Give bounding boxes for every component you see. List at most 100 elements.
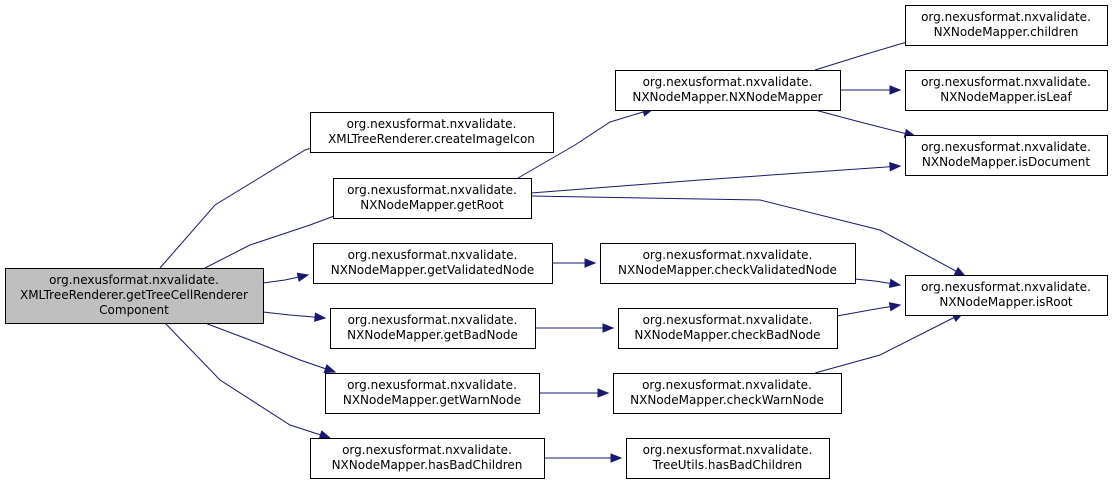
node-label: org.nexusformat.nxvalidate.: [643, 75, 813, 89]
node-root[interactable]: org.nexusformat.nxvalidate.XMLTreeRender…: [5, 268, 264, 324]
arrowhead-icon: [888, 278, 902, 289]
node-getBadNode[interactable]: org.nexusformat.nxvalidate.NXNodeMapper.…: [330, 308, 536, 349]
arrowhead-icon: [888, 302, 902, 312]
node-checkBadNode[interactable]: org.nexusformat.nxvalidate.NXNodeMapper.…: [618, 308, 838, 349]
node-box[interactable]: [5, 268, 264, 324]
arrowhead-icon: [318, 430, 332, 440]
node-box[interactable]: [313, 243, 553, 284]
edge-line: [164, 322, 331, 439]
node-label: NXNodeMapper.NXNodeMapper: [632, 90, 822, 104]
node-label: org.nexusformat.nxvalidate.: [921, 10, 1091, 24]
node-label: org.nexusformat.nxvalidate.: [342, 443, 512, 457]
edge-line: [517, 108, 654, 179]
node-label: org.nexusformat.nxvalidate.: [921, 140, 1091, 154]
arrowhead-icon: [296, 272, 310, 282]
edge-root-to-hasBadChildren: [164, 322, 332, 440]
node-label: NXNodeMapper.children: [934, 25, 1079, 39]
arrowhead-icon: [889, 85, 902, 95]
node-checkWarnNode[interactable]: org.nexusformat.nxvalidate.NXNodeMapper.…: [613, 373, 842, 414]
node-label: org.nexusformat.nxvalidate.: [347, 183, 517, 197]
node-label: org.nexusformat.nxvalidate.: [348, 248, 518, 262]
node-getWarnNode[interactable]: org.nexusformat.nxvalidate.NXNodeMapper.…: [325, 373, 540, 414]
edge-line: [530, 195, 966, 277]
edge-checkValidatedNode-to-isRoot: [854, 278, 902, 289]
node-box[interactable]: [613, 373, 842, 414]
node-label: org.nexusformat.nxvalidate.: [642, 378, 812, 392]
node-box[interactable]: [905, 70, 1108, 111]
edge-line: [814, 312, 964, 374]
edge-hasBadChildren-to-treeUtilsHasBadChildren: [544, 453, 623, 463]
node-box[interactable]: [310, 438, 545, 479]
arrowhead-icon: [953, 266, 967, 277]
node-createImageIcon[interactable]: org.nexusformat.nxvalidate.XMLTreeRender…: [310, 112, 554, 153]
arrowhead-icon: [597, 388, 610, 398]
edge-ctor-to-isLeaf: [840, 85, 902, 95]
node-box[interactable]: [333, 178, 532, 219]
node-getRoot[interactable]: org.nexusformat.nxvalidate.NXNodeMapper.…: [333, 178, 532, 219]
arrowhead-icon: [889, 162, 902, 172]
edge-line: [814, 109, 916, 137]
node-box[interactable]: [310, 112, 554, 153]
node-label: NXNodeMapper.getRoot: [360, 198, 504, 212]
node-label: NXNodeMapper.isLeaf: [940, 90, 1072, 104]
node-ctor[interactable]: org.nexusformat.nxvalidate.NXNodeMapper.…: [615, 70, 841, 111]
node-label: NXNodeMapper.getBadNode: [347, 328, 518, 342]
node-label: org.nexusformat.nxvalidate.: [643, 313, 813, 327]
edge-root-to-getBadNode: [262, 311, 327, 322]
nodes-layer: org.nexusformat.nxvalidate.XMLTreeRender…: [5, 5, 1108, 479]
node-box[interactable]: [600, 243, 856, 284]
node-label: org.nexusformat.nxvalidate.: [643, 443, 813, 457]
edge-line: [530, 165, 901, 194]
edge-line: [159, 139, 339, 269]
node-box[interactable]: [905, 135, 1108, 176]
node-box[interactable]: [615, 70, 841, 111]
edge-root-to-getValidatedNode: [262, 272, 310, 284]
edge-getRoot-to-isDocument: [530, 162, 902, 194]
arrowhead-icon: [584, 258, 597, 268]
node-label: NXNodeMapper.getWarnNode: [343, 393, 521, 407]
node-label: NXNodeMapper.checkWarnNode: [630, 393, 824, 407]
arrowhead-icon: [314, 312, 327, 322]
node-isLeaf[interactable]: org.nexusformat.nxvalidate.NXNodeMapper.…: [905, 70, 1108, 111]
node-label: NXNodeMapper.isDocument: [922, 155, 1091, 169]
edge-root-to-createImageIcon: [159, 138, 340, 269]
node-box[interactable]: [330, 308, 536, 349]
edge-line: [262, 311, 326, 319]
node-label: Component: [99, 303, 169, 317]
node-children[interactable]: org.nexusformat.nxvalidate.NXNodeMapper.…: [905, 5, 1108, 46]
node-label: org.nexusformat.nxvalidate.: [921, 75, 1091, 89]
edge-getWarnNode-to-checkWarnNode: [539, 388, 610, 398]
node-isRoot[interactable]: org.nexusformat.nxvalidate.NXNodeMapper.…: [905, 275, 1108, 316]
arrowhead-icon: [323, 364, 337, 374]
node-box[interactable]: [626, 438, 830, 479]
node-label: org.nexusformat.nxvalidate.: [347, 378, 517, 392]
node-hasBadChildren[interactable]: org.nexusformat.nxvalidate.NXNodeMapper.…: [310, 438, 545, 479]
edge-getValidatedNode-to-checkValidatedNode: [552, 258, 597, 268]
arrowhead-icon: [602, 323, 615, 333]
node-label: NXNodeMapper.checkBadNode: [634, 328, 820, 342]
node-box[interactable]: [618, 308, 838, 349]
node-box[interactable]: [905, 275, 1108, 316]
edge-line: [204, 322, 336, 373]
node-label: org.nexusformat.nxvalidate.: [643, 248, 813, 262]
edge-getBadNode-to-checkBadNode: [535, 323, 615, 333]
node-box[interactable]: [905, 5, 1108, 46]
node-checkValidatedNode[interactable]: org.nexusformat.nxvalidate.NXNodeMapper.…: [600, 243, 856, 284]
node-box[interactable]: [325, 373, 540, 414]
node-label: org.nexusformat.nxvalidate.: [921, 280, 1091, 294]
edge-ctor-to-isDocument: [814, 109, 917, 139]
node-treeUtilsHasBadChildren[interactable]: org.nexusformat.nxvalidate.TreeUtils.has…: [626, 438, 830, 479]
node-label: NXNodeMapper.isRoot: [939, 295, 1073, 309]
node-label: NXNodeMapper.getValidatedNode: [331, 263, 534, 277]
node-label: org.nexusformat.nxvalidate.: [49, 273, 219, 287]
node-getValidatedNode[interactable]: org.nexusformat.nxvalidate.NXNodeMapper.…: [313, 243, 553, 284]
node-label: org.nexusformat.nxvalidate.: [347, 117, 517, 131]
edge-root-to-getWarnNode: [204, 322, 337, 374]
node-isDocument[interactable]: org.nexusformat.nxvalidate.NXNodeMapper.…: [905, 135, 1108, 176]
node-label: NXNodeMapper.checkValidatedNode: [618, 263, 837, 277]
node-label: TreeUtils.hasBadChildren: [652, 458, 803, 472]
node-label: XMLTreeRenderer.getTreeCellRenderer: [20, 288, 248, 302]
node-label: org.nexusformat.nxvalidate.: [348, 313, 518, 327]
arrowhead-icon: [610, 453, 623, 463]
